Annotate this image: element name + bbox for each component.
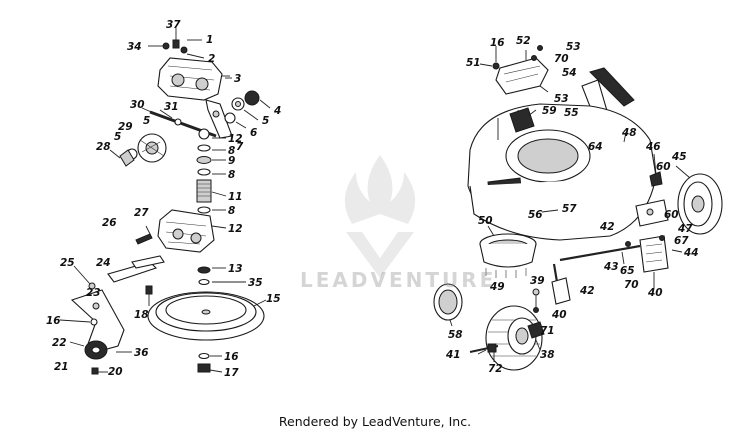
callout-labels: 37 1 34 2 3 4 30 31 5 5 6 7 29 5 12 28 8… (46, 19, 699, 379)
leader-lines (59, 28, 691, 362)
drive-assembly (70, 32, 271, 375)
callout-53b: 53 (554, 93, 569, 105)
callout-56: 56 (528, 209, 543, 221)
callout-15: 15 (266, 293, 281, 305)
callout-1: 1 (206, 34, 213, 46)
callout-5a: 5 (143, 115, 150, 127)
callout-59: 59 (542, 105, 557, 117)
callout-51: 51 (466, 57, 481, 69)
callout-12a: 12 (228, 133, 243, 145)
callout-44: 44 (683, 247, 699, 259)
callout-25: 25 (60, 257, 75, 269)
callout-55: 55 (564, 107, 579, 119)
callout-53a: 53 (566, 41, 581, 53)
callout-16c: 16 (490, 37, 505, 49)
callout-40a: 40 (647, 287, 663, 299)
callout-49: 49 (489, 281, 505, 293)
callout-70b: 70 (624, 279, 639, 291)
callout-21: 21 (54, 361, 69, 373)
callout-7: 7 (236, 141, 244, 153)
deck-assembly (433, 45, 723, 371)
callout-8a: 8 (228, 145, 235, 157)
leadventure-watermark-logo (344, 155, 416, 278)
callout-71: 71 (540, 325, 555, 337)
callout-39: 39 (530, 275, 545, 287)
callout-13: 13 (228, 263, 243, 275)
callout-16a: 16 (46, 315, 61, 327)
callout-17: 17 (224, 367, 239, 379)
callout-8b: 8 (228, 169, 235, 181)
callout-28: 28 (96, 141, 111, 153)
callout-36: 36 (134, 347, 149, 359)
callout-29: 29 (118, 121, 133, 133)
callout-60a: 60 (656, 161, 671, 173)
callout-45: 45 (671, 151, 687, 163)
callout-52: 52 (516, 35, 531, 47)
callout-58: 58 (448, 329, 463, 341)
callout-31: 31 (164, 101, 179, 113)
callout-48: 48 (621, 127, 637, 139)
callout-57: 57 (562, 203, 577, 215)
callout-47: 47 (677, 223, 693, 235)
callout-46: 46 (645, 141, 661, 153)
callout-65: 65 (620, 265, 635, 277)
callout-42a: 42 (599, 221, 615, 233)
callout-42b: 42 (579, 285, 595, 297)
callout-38: 38 (540, 349, 555, 361)
callout-18: 18 (134, 309, 149, 321)
callout-72: 72 (488, 363, 503, 375)
callout-5b: 5 (262, 115, 269, 127)
callout-6: 6 (250, 127, 257, 139)
callout-40b: 40 (551, 309, 567, 321)
callout-24: 24 (96, 257, 111, 269)
callout-16b: 16 (224, 351, 239, 363)
callout-60b: 60 (664, 209, 679, 221)
callout-23: 23 (86, 287, 101, 299)
callout-70a: 70 (554, 53, 569, 65)
callout-9: 9 (228, 155, 235, 167)
callout-22: 22 (52, 337, 67, 349)
callout-5c: 5 (114, 131, 121, 143)
callout-37: 37 (166, 19, 181, 31)
callout-11: 11 (228, 191, 243, 203)
callout-8c: 8 (228, 205, 235, 217)
callout-27: 27 (134, 207, 149, 219)
watermark-text: LEADVENTURE (300, 268, 497, 292)
callout-41: 41 (445, 349, 461, 361)
callout-50: 50 (478, 215, 493, 227)
callout-35: 35 (248, 277, 263, 289)
callout-26: 26 (102, 217, 117, 229)
footer-credit: Rendered by LeadVenture, Inc. (278, 414, 472, 429)
callout-3: 3 (234, 73, 241, 85)
callout-67: 67 (674, 235, 689, 247)
callout-34: 34 (127, 41, 142, 53)
callout-64: 64 (588, 141, 603, 153)
callout-54: 54 (562, 67, 577, 79)
callout-30: 30 (130, 99, 145, 111)
callout-2: 2 (208, 53, 215, 65)
callout-20: 20 (108, 366, 123, 378)
callout-4: 4 (273, 105, 281, 117)
callout-12b: 12 (228, 223, 243, 235)
callout-43: 43 (603, 261, 619, 273)
